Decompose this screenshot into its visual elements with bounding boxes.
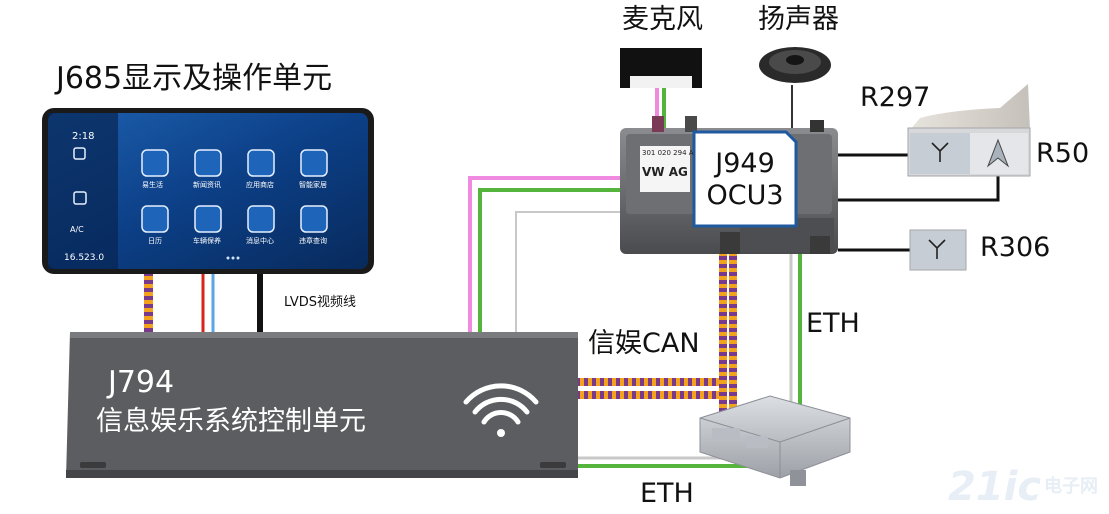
compass-icon-r50 <box>986 138 1010 168</box>
j949-name: J949 <box>715 148 775 179</box>
r297-label: R297 <box>860 82 931 113</box>
microphone-label: 麦克风 <box>622 4 703 35</box>
watermark-logo: 21ic <box>948 464 1042 510</box>
screen-app-label[interactable]: 易生活 <box>142 181 163 189</box>
can-wire-j794-2 <box>578 391 721 399</box>
screen-time: 2:18 <box>72 131 95 142</box>
can-wire-display <box>144 272 153 332</box>
screen-app-label[interactable]: 应用商店 <box>246 181 274 189</box>
screen-climate-label: A/C <box>70 225 84 234</box>
screen-app-label[interactable]: 智能家居 <box>299 181 327 189</box>
antenna-icon-r297 <box>931 142 949 162</box>
j794-name: J794 <box>108 365 175 400</box>
shark-fin-antenna <box>907 84 1031 177</box>
module-brand: VW AG <box>642 165 688 179</box>
screen-app-label[interactable]: 新闻资讯 <box>193 181 221 189</box>
screen-app-label[interactable]: 违章查询 <box>299 237 327 245</box>
can-wire-j794-1 <box>578 378 721 386</box>
can-wire-ocu-2 <box>729 252 737 412</box>
watermark-text: 电子网 <box>1044 476 1098 497</box>
screen-app-label[interactable]: 日历 <box>148 237 162 245</box>
gray-wire-to-ocu <box>515 211 620 332</box>
r50-label: R50 <box>1036 138 1090 169</box>
green-wire-to-ocu <box>478 188 620 332</box>
microphone-icon <box>620 48 702 88</box>
lvds-label: LVDS视频线 <box>284 295 356 310</box>
j949-label: J949 OCU3 <box>698 148 792 212</box>
j794-description: 信息娱乐系统控制单元 <box>96 406 366 437</box>
speaker-icon <box>759 47 831 83</box>
module-part-number: 301 020 294 A <box>642 149 694 157</box>
r306-label: R306 <box>980 232 1051 263</box>
can-label: 信娱CAN <box>588 328 700 359</box>
display-unit <box>42 108 374 274</box>
speaker-label: 扬声器 <box>758 4 839 35</box>
antenna-wire-r50 <box>838 176 1000 202</box>
wifi-icon <box>463 383 539 437</box>
screen-app-label[interactable]: 车辆保养 <box>193 237 221 245</box>
can-wire-ocu-1 <box>719 252 727 412</box>
ocu-module <box>620 116 838 254</box>
screen-temp-left: 16.5 <box>64 253 85 263</box>
eth-label-bottom: ETH <box>640 478 694 509</box>
screen-temp-right: 23.0 <box>84 253 105 263</box>
j949-model: OCU3 <box>706 180 784 211</box>
j794-unit <box>66 332 578 478</box>
app-icon-grid <box>73 147 328 233</box>
eth-label-right: ETH <box>806 308 860 339</box>
pink-wire-to-ocu <box>468 176 620 332</box>
gateway-module <box>699 395 851 486</box>
screen-app-label[interactable]: 消息中心 <box>246 237 274 245</box>
r306-antenna <box>909 229 967 271</box>
j685-label: J685显示及操作单元 <box>56 61 333 96</box>
